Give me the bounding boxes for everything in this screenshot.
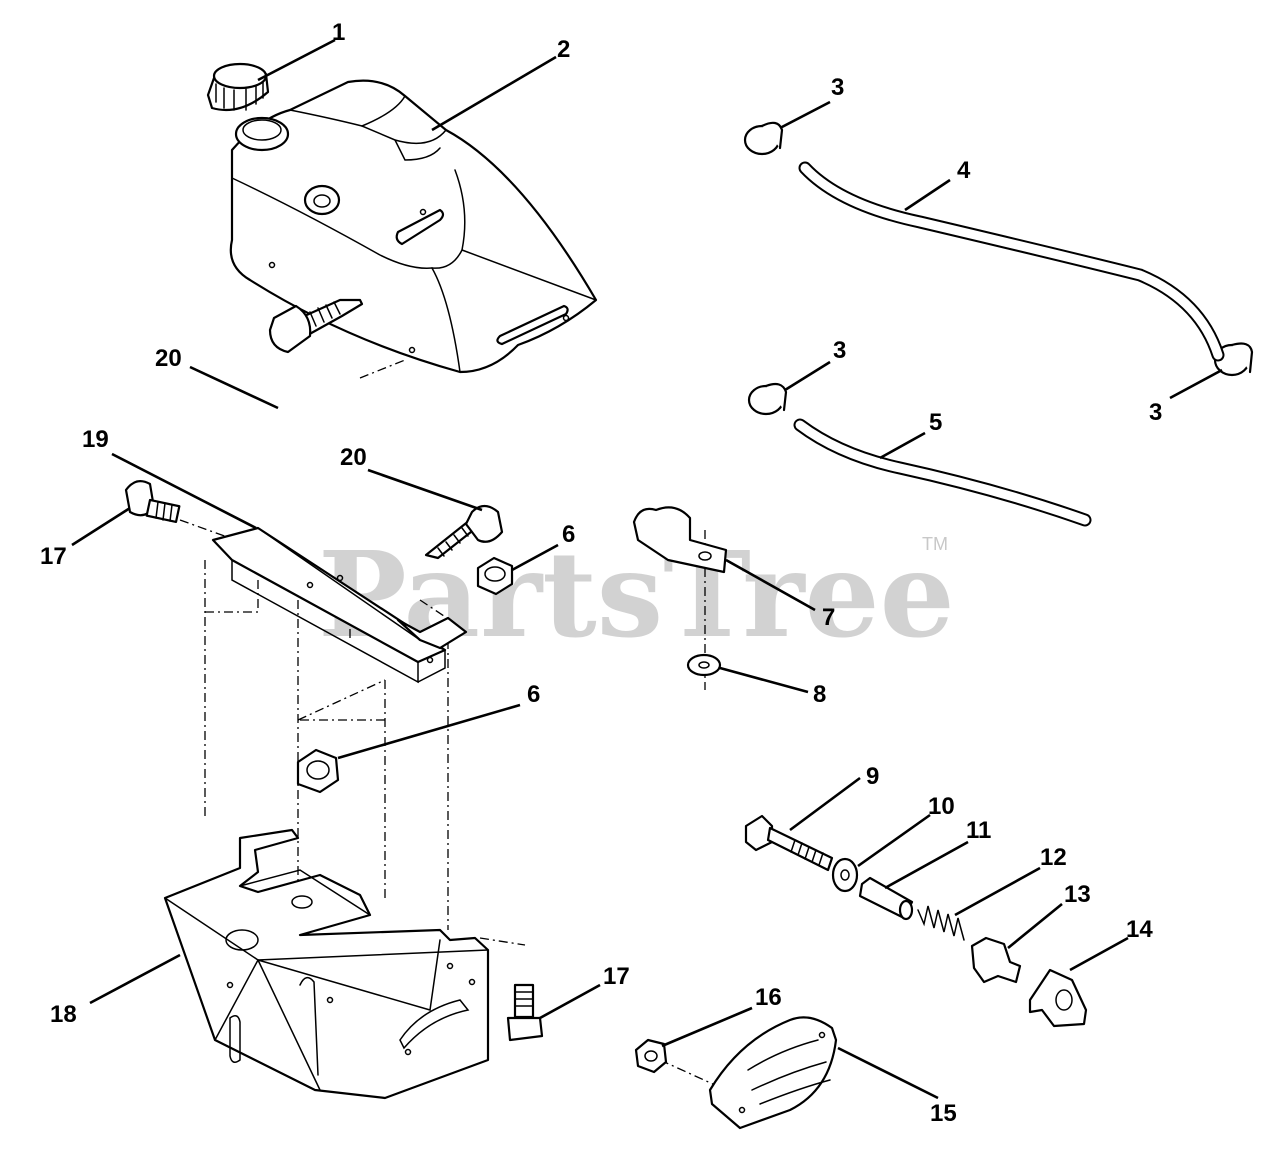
callout-17-upper: 17 [40,543,67,570]
mounting-bracket [211,526,468,684]
callout-11: 11 [966,817,991,844]
compression-spring [917,905,965,941]
hose-clamp-middle [747,382,788,416]
callout-1: 1 [332,19,345,46]
assembly-lines [179,359,716,1086]
callout-labels: 1 2 3 4 3 3 5 20 20 19 17 6 6 7 8 9 10 1… [40,19,1162,1127]
throttle-quadrant [708,1016,838,1130]
fuel-line-clip [632,506,728,574]
washer-small [686,653,722,677]
fuel-cap [206,62,270,112]
callout-6-upper: 6 [562,521,575,548]
callout-9: 9 [866,763,879,790]
callout-10: 10 [928,793,955,820]
leader-lines [71,38,1223,1100]
fuel-line-short [793,418,1092,527]
callout-6-lower: 6 [527,681,540,708]
callout-8: 8 [813,681,826,708]
throttle-knob [1028,968,1088,1028]
flat-washer [831,857,859,893]
lock-nut-lower [296,748,340,794]
callout-16: 16 [755,984,782,1011]
screw-middle [424,504,504,560]
callout-19: 19 [82,426,109,453]
callout-18: 18 [50,1001,77,1028]
dash-panel [163,828,490,1100]
callout-15: 15 [930,1100,957,1127]
retainer-clip [970,936,1022,984]
hose-clamp-top [743,121,784,156]
watermark-trademark: TM [922,534,948,554]
fuel-line-long [798,161,1225,362]
fuel-tank [229,79,598,374]
callout-20-top: 20 [155,345,182,372]
callout-12: 12 [1040,844,1067,871]
hex-nut [634,1038,668,1074]
shoulder-bolt [744,814,834,872]
callout-4: 4 [957,157,971,184]
callout-3-middle: 3 [833,337,846,364]
bolt-upper [124,479,181,523]
spacer-tube [858,876,914,921]
screw-top [268,298,364,354]
callout-3-right: 3 [1149,399,1162,426]
callout-3-top: 3 [831,74,844,101]
callout-13: 13 [1064,881,1091,908]
callout-2: 2 [557,36,570,63]
callout-5: 5 [929,409,942,436]
lock-nut-upper [476,556,514,596]
callout-7: 7 [822,604,835,631]
callout-14: 14 [1126,916,1153,943]
callout-17-lower: 17 [603,963,630,990]
bolt-lower [506,983,544,1042]
callout-20-middle: 20 [340,444,367,471]
